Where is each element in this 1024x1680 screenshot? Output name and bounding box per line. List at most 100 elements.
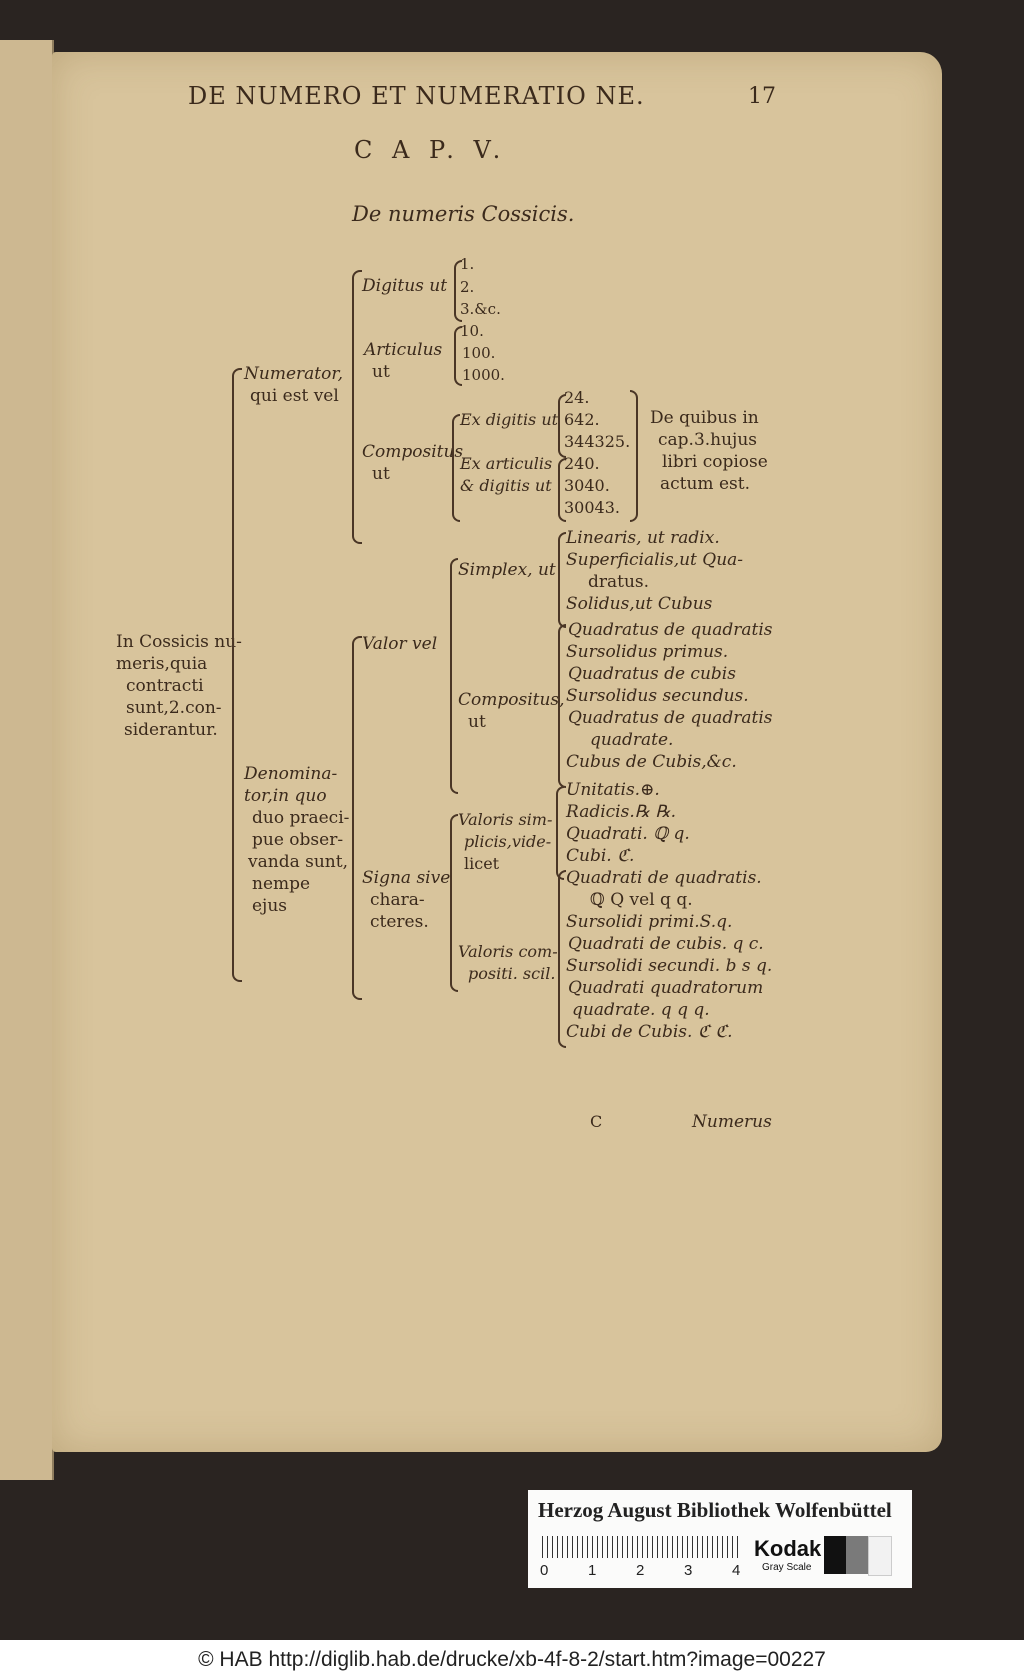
denominator-label-1: Denomina- — [244, 764, 338, 784]
valor-compositus-brace — [558, 624, 566, 788]
compositi-item-4: Quadrati de cubis. q c. — [568, 934, 764, 954]
digitus-brace — [454, 260, 462, 322]
valor-compositus-item-2: Sursolidus primus. — [566, 642, 729, 662]
catchword: Numerus — [692, 1112, 772, 1132]
signature-mark: C — [590, 1112, 603, 1131]
simplex-brace — [558, 532, 566, 628]
valor-compositus-item-4: Sursolidus secundus. — [566, 686, 749, 706]
ex-digitis-label: Ex digitis ut — [460, 410, 559, 429]
color-calibration-card: Herzog August Bibliothek Wolfenbüttel 0 … — [528, 1490, 912, 1588]
ex-articulis-brace — [558, 458, 566, 522]
ruler-label-4: 4 — [732, 1562, 741, 1579]
valor-compositus-label-1: Compositus, — [458, 690, 565, 710]
compositi-label-1: Valoris com- — [458, 942, 558, 961]
section-title: De numeris Cossicis. — [352, 202, 575, 226]
articulus-value-2: 100. — [462, 344, 496, 362]
signa-label-2: chara- — [370, 890, 425, 910]
articulus-label-1: Articulus — [364, 340, 443, 360]
simplicis-label-3: licet — [464, 854, 500, 873]
root-brace — [232, 368, 242, 982]
ruler-label-0: 0 — [540, 1562, 549, 1579]
compositi-item-2: ℚ Q vel q q. — [590, 890, 693, 910]
compositus-note-4: actum est. — [660, 474, 750, 494]
digitus-value-1: 1. — [460, 255, 475, 273]
compositus-label-2: ut — [372, 464, 390, 484]
simplicis-brace — [556, 786, 564, 880]
root-line-3: contracti — [126, 676, 204, 696]
root-line-2: meris,quia — [116, 654, 208, 674]
valor-compositus-item-5: Quadratus de quadratis — [568, 708, 773, 728]
valor-compositus-item-7: Cubus de Cubis,&c. — [566, 752, 737, 772]
running-title: DE NUMERO ET NUMERATIO NE. — [188, 82, 645, 110]
swatch-white — [868, 1536, 892, 1576]
compositi-brace — [558, 870, 566, 1048]
book-page: DE NUMERO ET NUMERATIO NE. 17 C A P. V. … — [52, 52, 942, 1452]
numerator-brace — [352, 270, 362, 544]
ex-digitis-value-2: 642. — [564, 410, 600, 429]
compositi-item-7: quadrate. q q q. — [572, 1000, 710, 1020]
kodak-logo: Kodak — [754, 1536, 822, 1561]
ex-digitis-brace — [558, 394, 566, 458]
compositus-note-3: libri copiose — [662, 452, 768, 472]
compositi-label-2: positi. scil. — [468, 964, 556, 983]
simplicis-item-3: Quadrati. ℚ q. — [566, 824, 690, 844]
signa-label-1: Signa sive — [362, 868, 451, 888]
articulus-brace — [454, 326, 462, 386]
denominator-brace — [352, 636, 362, 1000]
gray-scale-label: Gray Scale — [762, 1562, 812, 1573]
denominator-label-4: pue obser- — [252, 830, 344, 850]
footer-credit: © HAB http://diglib.hab.de/drucke/xb-4f-… — [0, 1640, 1024, 1680]
valor-label: Valor vel — [362, 634, 438, 654]
valor-compositus-item-1: Quadratus de quadratis — [568, 620, 773, 640]
swatch-gray — [846, 1536, 868, 1574]
compositus-note-brace — [630, 390, 638, 522]
compositus-note-1: De quibus in — [650, 408, 759, 428]
articulus-value-3: 1000. — [462, 366, 505, 384]
denominator-label-5: vanda sunt, — [248, 852, 348, 872]
digitus-value-3: 3.&c. — [460, 300, 501, 318]
compositi-item-8: Cubi de Cubis. ℭ ℭ. — [566, 1022, 733, 1042]
articulus-value-1: 10. — [460, 322, 484, 340]
simplicis-label-1: Valoris sim- — [458, 810, 553, 829]
facing-page-edge — [0, 40, 54, 1480]
ex-digitis-value-1: 24. — [564, 388, 590, 407]
denominator-label-6: nempe — [252, 874, 311, 894]
root-line-5: siderantur. — [124, 720, 218, 740]
ex-articulis-label-1: Ex articulis — [460, 454, 553, 473]
simplex-item-2: Superficialis,ut Qua- — [566, 550, 744, 570]
ruler-label-3: 3 — [684, 1562, 693, 1579]
swatch-black — [824, 1536, 846, 1574]
valor-compositus-item-3: Quadratus de cubis — [568, 664, 736, 684]
signa-label-3: cteres. — [370, 912, 429, 932]
card-title: Herzog August Bibliothek Wolfenbüttel — [538, 1498, 892, 1522]
simplicis-item-2: Radicis.℞ ℞. — [566, 802, 677, 822]
articulus-label-2: ut — [372, 362, 390, 382]
simplex-item-3: dratus. — [588, 572, 650, 592]
ex-articulis-value-2: 3040. — [564, 476, 610, 495]
valor-compositus-label-2: ut — [468, 712, 486, 732]
signa-brace — [450, 814, 458, 992]
valor-compositus-item-6: quadrate. — [590, 730, 674, 750]
ruler-ticks — [542, 1536, 742, 1558]
ex-articulis-value-3: 30043. — [564, 498, 620, 517]
compositus-label-1: Compositus — [362, 442, 464, 462]
compositus-note-2: cap.3.hujus — [658, 430, 758, 450]
simplex-item-1: Linearis, ut radix. — [566, 528, 720, 548]
ex-articulis-value-1: 240. — [564, 454, 600, 473]
root-line-1: In Cossicis nu- — [116, 632, 242, 652]
denominator-label-3: duo praeci- — [252, 808, 350, 828]
compositi-item-5: Sursolidi secundi. b s q. — [566, 956, 773, 976]
denominator-label-2: tor,in quo — [244, 786, 327, 806]
ruler-label-2: 2 — [636, 1562, 645, 1579]
ex-articulis-label-2: & digitis ut — [460, 476, 552, 495]
digitus-label: Digitus ut — [362, 276, 448, 296]
numerator-label-1: Numerator, — [244, 364, 343, 384]
simplex-item-4: Solidus,ut Cubus — [566, 594, 713, 614]
ex-digitis-value-3: 344325. — [564, 432, 631, 451]
ruler-label-1: 1 — [588, 1562, 597, 1579]
digitus-value-2: 2. — [460, 278, 475, 296]
simplicis-item-1: Unitatis.⊕. — [566, 780, 660, 800]
simplicis-label-2: plicis,vide- — [464, 832, 552, 851]
simplex-label: Simplex, ut — [458, 560, 556, 580]
compositi-item-3: Sursolidi primi.S.q. — [566, 912, 733, 932]
